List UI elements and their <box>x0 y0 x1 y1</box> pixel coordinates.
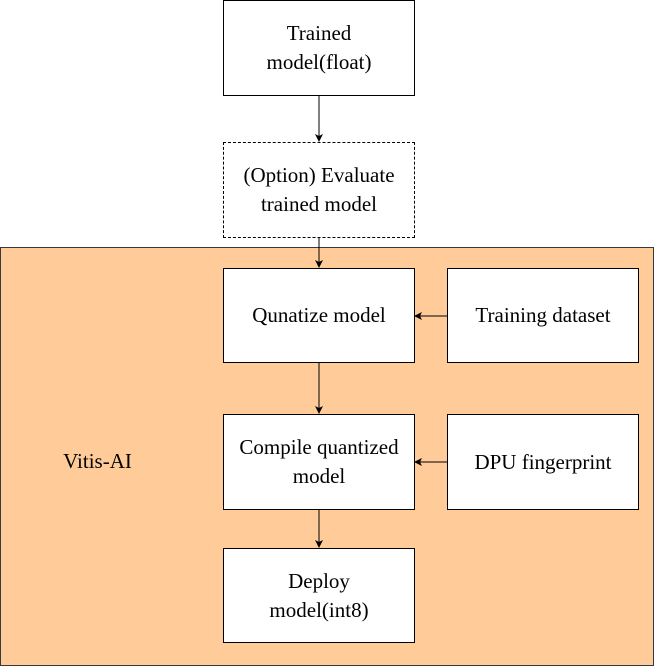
quantize-model-node: Qunatize model <box>223 268 415 363</box>
compile-model-node: Compile quantized model <box>223 414 415 510</box>
dpu-fingerprint-node: DPU fingerprint <box>447 414 639 510</box>
deploy-model-node: Deploy model(int8) <box>223 548 415 643</box>
trained-model-node: Trained model(float) <box>223 0 415 96</box>
quantize-model-label: Qunatize model <box>252 303 386 327</box>
vitis-ai-region-label: Vitis-AI <box>63 448 132 473</box>
evaluate-model-label: (Option) Evaluate trained model <box>243 163 395 216</box>
evaluate-model-node: (Option) Evaluate trained model <box>223 142 415 238</box>
trained-model-label: Trained model(float) <box>266 21 372 74</box>
dpu-fingerprint-label: DPU fingerprint <box>474 449 612 474</box>
deploy-model-label: Deploy model(int8) <box>269 568 369 622</box>
compile-model-label: Compile quantized model <box>239 435 399 488</box>
training-dataset-label: Training dataset <box>475 303 611 327</box>
training-dataset-node: Training dataset <box>447 268 639 363</box>
